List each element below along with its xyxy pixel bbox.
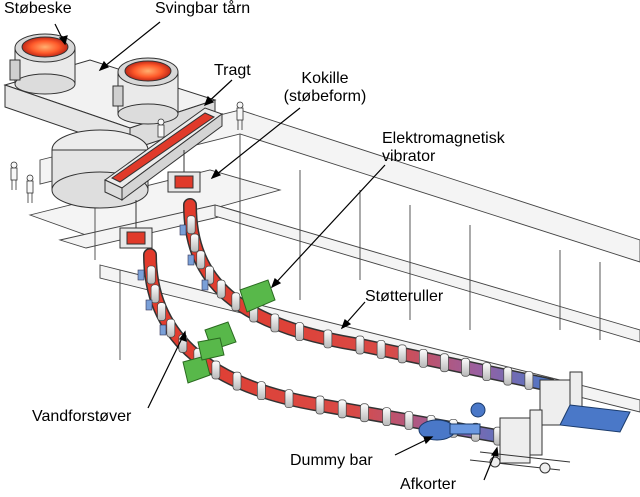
leader-lines (54, 21, 499, 481)
label-afkorter: Afkorter (400, 476, 457, 493)
label-elektro-line2: vibrator (382, 148, 436, 165)
roller-icon (440, 353, 449, 373)
roller-icon (418, 348, 428, 368)
spray-icon (137, 224, 209, 336)
roller-icon (190, 233, 200, 253)
label-kokille-line2: (støbeform) (283, 88, 367, 105)
roller-icon (503, 366, 513, 386)
label-elektromagnetisk-vibrator: Elektromagnetisk vibrator (382, 130, 505, 166)
roller-icon (146, 265, 156, 285)
roller-icon (216, 279, 226, 299)
roller-icon (284, 389, 294, 409)
dummy-bar-icon (418, 402, 486, 441)
roller-icon (524, 371, 534, 390)
roller-icon (337, 399, 347, 419)
roller-icon (382, 407, 392, 427)
roller-icon (157, 302, 166, 321)
roller-icon (211, 360, 221, 380)
roller-icon (232, 371, 242, 391)
vibrator-icon (182, 279, 276, 384)
roller-icon (166, 318, 176, 338)
label-stotteruller: Støtteruller (365, 288, 444, 305)
label-kokille-line1: Kokille (301, 70, 349, 87)
steel-strands (143, 198, 557, 447)
roller-icon (376, 340, 386, 359)
roller-icon (355, 335, 365, 355)
tundish-icon (104, 107, 224, 201)
roller-icon (295, 322, 304, 341)
roller-icon (323, 329, 333, 349)
label-kokille: Kokille (støbeform) (270, 70, 380, 106)
label-elektro-line1: Elektromagnetisk (382, 130, 505, 147)
mould-icon (119, 150, 201, 249)
ladle-icon (112, 57, 179, 125)
roller-icon (461, 357, 470, 377)
roller-icon (360, 403, 369, 423)
roller-icon (231, 292, 241, 312)
label-stobeske: Støbeske (4, 0, 72, 17)
roller-icon (404, 411, 414, 430)
label-svingbar-taarn: Svingbar tårn (155, 0, 251, 17)
label-tragt: Tragt (214, 62, 251, 79)
roller-icon (186, 215, 196, 235)
worker-icon (10, 101, 244, 203)
roller-icon (315, 395, 325, 415)
label-dummy-bar: Dummy bar (290, 452, 373, 469)
ladle-icon (9, 33, 76, 95)
slab-output (559, 404, 631, 433)
roller-icon (150, 284, 160, 304)
roller-icon (270, 313, 280, 333)
roller-icon (397, 344, 407, 364)
roller-icon (257, 381, 266, 401)
roller-icon (482, 362, 492, 382)
label-vandforstover: Vandforstøver (32, 408, 132, 425)
roller-icon (196, 250, 206, 270)
roller-icon (205, 265, 214, 285)
